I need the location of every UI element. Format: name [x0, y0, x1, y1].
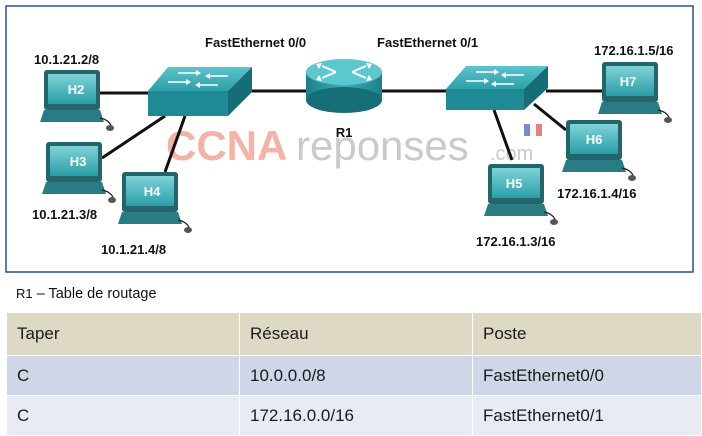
- host-h5-ip: 172.16.1.3/16: [476, 234, 556, 249]
- cell-interface: FastEthernet0/0: [472, 355, 702, 396]
- host-h2: H2: [40, 70, 114, 131]
- link-h4-sw1: [163, 115, 187, 173]
- host-h6-name: H6: [586, 132, 603, 147]
- host-h7: H7: [598, 62, 672, 123]
- interface-label-fa01: FastEthernet 0/1: [377, 35, 478, 50]
- routing-table: Taper Réseau Poste C 10.0.0.0/8 FastEthe…: [6, 312, 702, 436]
- caption-text: – Table de routage: [32, 286, 157, 302]
- mouse-icon: [628, 175, 636, 181]
- host-h4-name: H4: [144, 184, 161, 199]
- interface-label-fa00: FastEthernet 0/0: [205, 35, 306, 50]
- mouse-icon: [106, 125, 114, 131]
- host-h6: H6: [562, 120, 636, 181]
- router-label: R1: [336, 125, 353, 140]
- watermark-part1: CCNA: [166, 122, 287, 169]
- host-h7-ip: 172.16.1.5/16: [594, 43, 674, 58]
- links: [100, 89, 606, 173]
- header-network: Réseau: [239, 312, 473, 356]
- cell-type: C: [6, 395, 240, 436]
- switch-2-arrows-icon: [466, 69, 524, 87]
- cell-network: 172.16.0.0/16: [239, 395, 473, 436]
- watermark-part2: reponses: [296, 122, 469, 169]
- host-h4: H4: [118, 172, 192, 233]
- cell-interface: FastEthernet0/1: [472, 395, 702, 436]
- host-h5: H5: [484, 164, 558, 225]
- link-h3-sw1: [101, 114, 166, 160]
- host-h2-ip: 10.1.21.2/8: [34, 52, 99, 67]
- table-row: C 172.16.0.0/16 FastEthernet0/1: [6, 395, 702, 436]
- mouse-icon: [550, 219, 558, 225]
- watermark-part3: .com: [490, 143, 533, 165]
- link-sw2-h6: [533, 102, 567, 132]
- routing-table-caption: R1 – Table de routage: [16, 286, 157, 302]
- cell-network: 10.0.0.0/8: [239, 355, 473, 396]
- host-h3: H3: [42, 142, 116, 203]
- switch-2: [446, 66, 548, 110]
- mouse-icon: [664, 117, 672, 123]
- header-interface: Poste: [472, 312, 702, 356]
- mouse-icon: [108, 197, 116, 203]
- switch-1: [148, 67, 252, 116]
- mouse-icon: [184, 227, 192, 233]
- host-h6-ip: 172.16.1.4/16: [557, 186, 637, 201]
- switch-1-arrows-icon: [168, 70, 228, 88]
- header-type: Taper: [6, 312, 240, 356]
- flag-icon: [524, 124, 542, 136]
- cell-type: C: [6, 355, 240, 396]
- host-h3-name: H3: [70, 154, 87, 169]
- router-r1: R1: [306, 59, 382, 140]
- host-h2-name: H2: [68, 82, 85, 97]
- watermark: CCNA reponses .com: [166, 122, 542, 169]
- table-header-row: Taper Réseau Poste: [6, 312, 702, 356]
- host-h7-name: H7: [620, 74, 637, 89]
- link-sw2-h5: [492, 109, 514, 161]
- table-row: C 10.0.0.0/8 FastEthernet0/0: [6, 355, 702, 396]
- host-h5-name: H5: [506, 176, 523, 191]
- host-h3-ip: 10.1.21.3/8: [32, 207, 97, 222]
- router-arrows-icon: [316, 63, 372, 81]
- caption-router: R1: [16, 286, 33, 301]
- host-h4-ip: 10.1.21.4/8: [101, 242, 166, 257]
